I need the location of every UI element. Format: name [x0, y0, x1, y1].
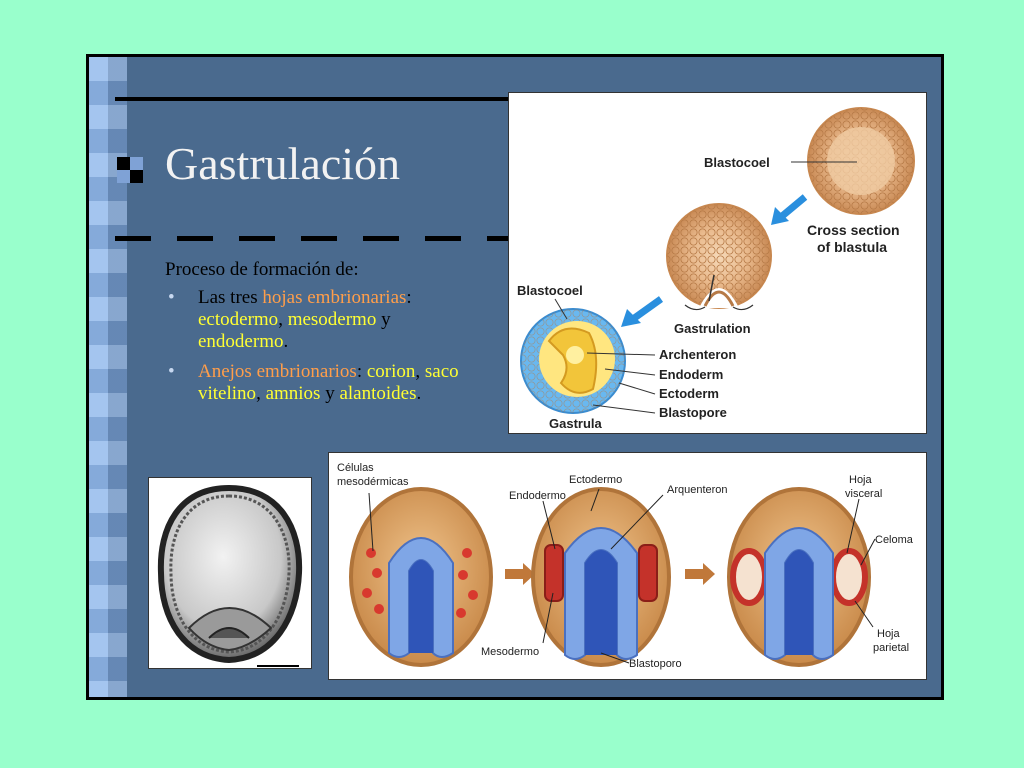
blastula-shape — [807, 107, 915, 215]
bullet-item-hojas: • Las tres hojas embrionarias: ectodermo… — [165, 287, 485, 353]
label-mesodermo: Mesodermo — [481, 646, 539, 658]
highlight-alantoides: alantoides — [334, 383, 417, 404]
embryo-stage-3 — [727, 487, 871, 667]
checker-strip — [89, 57, 127, 697]
title-top-rule — [115, 97, 515, 101]
label-hoja-parietal-2: parietal — [873, 642, 909, 654]
highlight-amnios: amnios — [260, 383, 321, 404]
title-bullet-icon — [117, 157, 143, 183]
label-blastocoel-left: Blastocoel — [517, 283, 583, 298]
label-arquenteron: Arquenteron — [667, 484, 728, 496]
early-gastrula-shape — [666, 203, 772, 309]
bullet-list: • Las tres hojas embrionarias: ectodermo… — [165, 287, 485, 405]
highlight-saco-vitelino: saco vitelino — [198, 361, 459, 404]
label-blastoporo: Blastoporo — [629, 658, 682, 670]
label-cross-section-1: Cross section — [807, 222, 900, 238]
highlight-mesodermo: mesodermo — [282, 309, 377, 330]
mesoderm-formation-diagram: Células mesodérmicas Ectodermo Endodermo… — [328, 452, 927, 680]
highlight-ectodermo: ectodermo — [198, 309, 279, 330]
intro-text: Proceso de formación de: — [165, 259, 359, 280]
label-archenteron: Archenteron — [659, 347, 736, 362]
highlight-corion: corion — [362, 361, 416, 382]
bullet-dot-icon: • — [168, 287, 175, 308]
highlight-anejos: Anejos embrionarios — [198, 361, 357, 382]
title-dashed-rule — [115, 236, 515, 241]
label-blastocoel-top: Blastocoel — [704, 155, 770, 170]
label-hoja-visceral-2: visceral — [845, 488, 882, 500]
slide-body-text: Proceso de formación de: • Las tres hoja… — [165, 259, 485, 413]
label-blastopore: Blastopore — [659, 405, 727, 420]
label-ectodermo: Ectodermo — [569, 474, 622, 486]
label-celulas-1: Células — [337, 462, 374, 474]
label-celoma: Celoma — [875, 534, 914, 546]
embryo-stage-2 — [531, 487, 671, 667]
slide-title: Gastrulación — [165, 138, 401, 189]
text-run: . — [416, 383, 422, 404]
arrow-icon — [621, 296, 664, 327]
text-run: y — [376, 309, 391, 330]
gastrula-shape — [520, 308, 626, 414]
text-run: , — [278, 309, 283, 330]
text-run: , — [415, 361, 421, 382]
blastula-gastrula-diagram: Blastocoel Cross section of blastula Gas… — [508, 92, 927, 434]
bullet-item-anejos: • Anejos embrionarios: corion, saco vite… — [165, 361, 485, 405]
label-ectoderm: Ectoderm — [659, 386, 719, 401]
label-hoja-visceral-1: Hoja — [849, 474, 873, 486]
label-hoja-parietal-1: Hoja — [877, 628, 901, 640]
label-celulas-2: mesodérmicas — [337, 476, 409, 488]
label-gastrula: Gastrula — [549, 416, 603, 431]
arrow-icon — [771, 194, 808, 225]
highlight-hojas: hojas embrionarias — [262, 287, 407, 308]
text-run: , — [256, 383, 261, 404]
gastrula-micrograph — [148, 477, 312, 669]
label-endoderm: Endoderm — [659, 367, 723, 382]
text-run: : — [406, 287, 412, 308]
text-run: : — [356, 361, 363, 382]
highlight-endodermo: endodermo — [198, 331, 284, 352]
arrow-icon — [685, 563, 715, 585]
micrograph-embryo — [157, 484, 303, 664]
label-cross-section-2: of blastula — [817, 239, 887, 255]
bullet-dot-icon: • — [168, 361, 175, 382]
arrow-icon — [505, 563, 535, 585]
label-gastrulation: Gastrulation — [674, 321, 751, 336]
text-run: . — [283, 331, 289, 352]
text-run: Las tres — [198, 287, 263, 308]
text-run: y — [320, 383, 335, 404]
embryo-stage-1 — [349, 487, 493, 667]
label-endodermo: Endodermo — [509, 490, 566, 502]
